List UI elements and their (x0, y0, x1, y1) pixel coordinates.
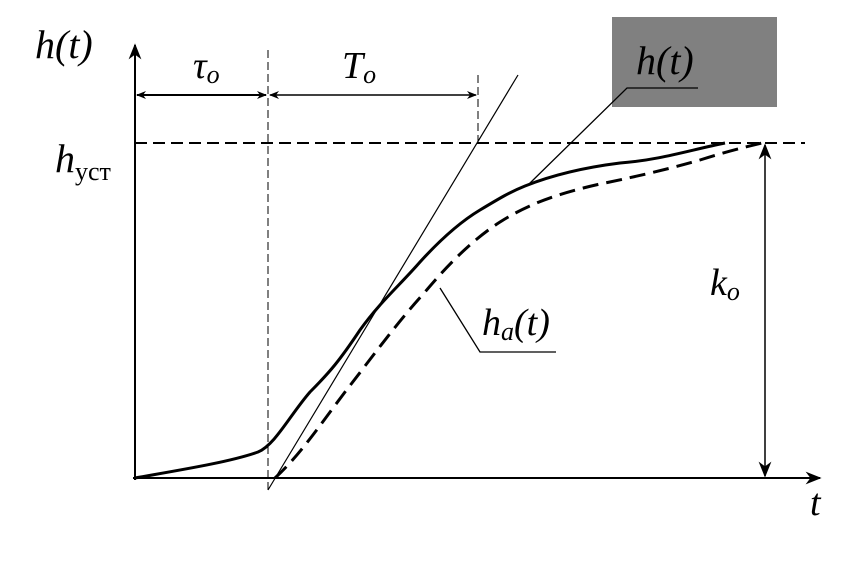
h-ust-label: hуст (55, 136, 111, 186)
leader-ha (439, 287, 556, 353)
k-label: ko (710, 262, 740, 306)
tau-label: τo (193, 45, 220, 89)
curve-ha-label: ha(t) (482, 302, 550, 346)
curve-h (134, 141, 726, 480)
T-subscript: o (363, 60, 376, 89)
curve-ha-argument: (t) (514, 302, 550, 344)
T-label: To (342, 45, 376, 89)
x-axis-label: t (810, 482, 822, 524)
T-symbol: T (342, 45, 366, 87)
curve-h-label: h(t) (636, 38, 694, 83)
label-box-h (612, 17, 777, 107)
h-ust-subscript: уст (75, 157, 111, 186)
leader-h (527, 87, 698, 186)
curve-ha-subscript: a (501, 317, 514, 346)
y-axis-label: h(t) (35, 22, 93, 67)
k-subscript: o (727, 277, 740, 306)
k-symbol: k (710, 262, 728, 304)
tau-subscript: o (207, 60, 220, 89)
tangent-line (267, 74, 519, 491)
h-ust-symbol: h (55, 136, 75, 181)
curve-ha (273, 141, 763, 480)
curve-ha-symbol: h (482, 302, 501, 344)
tau-symbol: τ (193, 45, 208, 87)
